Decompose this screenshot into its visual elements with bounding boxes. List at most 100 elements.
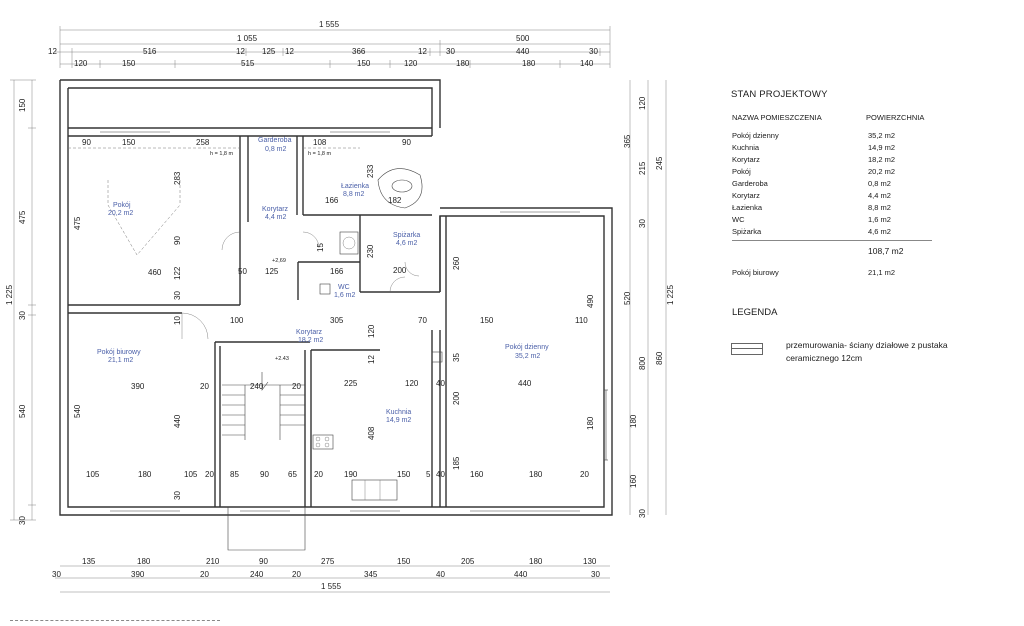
dim-in-200b: 200	[452, 391, 461, 405]
dim-in-85: 85	[230, 470, 239, 479]
dim-left-outer: 1 225	[5, 284, 14, 305]
label-h18-right: h = 1,8 m	[308, 151, 332, 157]
dim-in-30a: 30	[173, 291, 182, 300]
dim-left-150: 150	[18, 98, 27, 112]
dim-left-30b: 30	[18, 516, 27, 525]
dim-in-150c: 150	[397, 470, 411, 479]
dim-in-440: 440	[518, 379, 532, 388]
table-row: Pokój 20,2 m2	[700, 167, 1024, 179]
dim-in-20a: 20	[200, 382, 209, 391]
dim-top-500: 500	[516, 34, 530, 43]
dim-in-50: 50	[238, 267, 247, 276]
dim-right-160: 160	[629, 474, 638, 488]
col-name-header: NAZWA POMIESZCZENIA	[732, 113, 822, 122]
dim-in-180b: 180	[529, 470, 543, 479]
dim-left-475: 475	[18, 210, 27, 224]
dim-top-total: 1 555	[319, 20, 340, 29]
dim-in-225: 225	[344, 379, 358, 388]
row-name: Kuchnia	[732, 143, 760, 152]
dim-in-105b: 105	[184, 470, 198, 479]
dim-in-440l: 440	[173, 414, 182, 428]
dim-bottom-total: 1 555	[321, 582, 342, 591]
room-korytarz-big-name: Korytarz	[296, 329, 323, 336]
dim-right-180: 180	[629, 414, 638, 428]
dim-in-20d: 20	[314, 470, 323, 479]
dim-in-108: 108	[313, 138, 327, 147]
right-dimension-lines: 120 365 215 245 30 520 1 225 800 860 180…	[623, 80, 675, 518]
dim-in-35: 35	[452, 353, 461, 362]
legend-wall-symbol	[731, 343, 763, 355]
walls	[59, 79, 613, 551]
room-pokoj-dzienny-name: Pokój dzienny	[505, 344, 549, 351]
room-wc-area: 1,6 m2	[334, 292, 356, 299]
dim-in-160: 160	[470, 470, 484, 479]
dim-bot-r1-8: 130	[583, 557, 597, 566]
panel-title: STAN PROJEKTOWY	[731, 89, 828, 100]
room-labels: Pokój 20,2 m2 Garderoba 0,8 m2 Łazienka …	[97, 137, 549, 424]
dim-in-30b: 30	[173, 491, 182, 500]
dim-right-800: 800	[638, 356, 647, 370]
dim-bot-r1-6: 205	[461, 557, 475, 566]
dim-bot-r1-5: 150	[397, 557, 411, 566]
dim-in-20e: 20	[580, 470, 589, 479]
dim-in-390: 390	[131, 382, 145, 391]
dim-in-40: 40	[436, 379, 445, 388]
room-pokoj-area: 20,2 m2	[108, 210, 133, 217]
row-name: Pokój dzienny	[732, 131, 779, 140]
dim-in-408: 408	[367, 426, 376, 440]
dim-in-258: 258	[196, 138, 210, 147]
dim-in-120: 120	[405, 379, 419, 388]
row-area: 20,2 m2	[868, 167, 896, 176]
dim-in-230: 230	[366, 244, 375, 258]
dim-top-r2-3: 125	[262, 47, 276, 56]
dim-top-r3-6: 180	[522, 59, 536, 68]
dim-in-90a: 90	[82, 138, 91, 147]
row-area: 4,6 m2	[868, 227, 891, 236]
dim-in-190: 190	[344, 470, 358, 479]
row-name: Pokój	[732, 167, 751, 176]
dim-right-860: 860	[655, 351, 664, 365]
dim-in-260: 260	[452, 256, 461, 270]
dim-top-r3-0: 120	[74, 59, 88, 68]
label-lvl-269: +2,69	[272, 258, 286, 264]
dim-in-65: 65	[288, 470, 297, 479]
dim-in-100: 100	[230, 316, 244, 325]
dim-in-110: 110	[575, 316, 588, 325]
row-name: Korytarz	[732, 191, 760, 200]
room-spizarka-area: 4,6 m2	[396, 240, 418, 247]
dim-in-120k: 120	[367, 324, 376, 338]
dim-in-105a: 105	[86, 470, 100, 479]
dim-in-150a: 150	[122, 138, 136, 147]
footer-line	[10, 620, 220, 621]
dim-right-30: 30	[638, 219, 647, 228]
top-dimension-lines: 1 555 1 055 500 12 516 12 125 12 366 12 …	[48, 20, 611, 68]
dim-right-245: 245	[655, 156, 664, 170]
dim-top-r3-3: 150	[357, 59, 371, 68]
row-area: 4,4 m2	[868, 191, 891, 200]
dim-top-r2-1: 516	[143, 47, 157, 56]
dim-left-30a: 30	[18, 311, 27, 320]
row-area: 18,2 m2	[868, 155, 896, 164]
table-row: Korytarz 18,2 m2	[700, 155, 1024, 167]
dim-right-520: 520	[623, 291, 632, 305]
dim-in-15: 15	[316, 243, 325, 252]
table-row: Kuchnia 14,9 m2	[700, 143, 1024, 155]
total-area: 108,7 m2	[868, 246, 904, 256]
room-spizarka-name: Spiżarka	[393, 232, 420, 239]
room-korytarz-small-name: Korytarz	[262, 206, 289, 213]
dim-in-150b: 150	[480, 316, 494, 325]
dim-in-90b: 90	[402, 138, 411, 147]
dim-top-1055: 1 055	[237, 34, 258, 43]
table-row: Pokój dzienny 35,2 m2	[700, 131, 1024, 143]
dim-in-70: 70	[418, 316, 427, 325]
dim-top-r2-8: 440	[516, 47, 530, 56]
dim-right-215: 215	[638, 161, 647, 175]
dim-bot-r2-8: 30	[591, 570, 600, 579]
office-name: Pokój biurowy	[732, 268, 779, 277]
office-area: 21,1 m2	[868, 268, 896, 277]
room-lazienka-area: 8,8 m2	[343, 191, 365, 198]
room-kuchnia-name: Kuchnia	[386, 409, 411, 416]
room-wc-name: WC	[338, 284, 350, 291]
room-garderoba-area: 0,8 m2	[265, 146, 287, 153]
row-area: 1,6 m2	[868, 215, 891, 224]
